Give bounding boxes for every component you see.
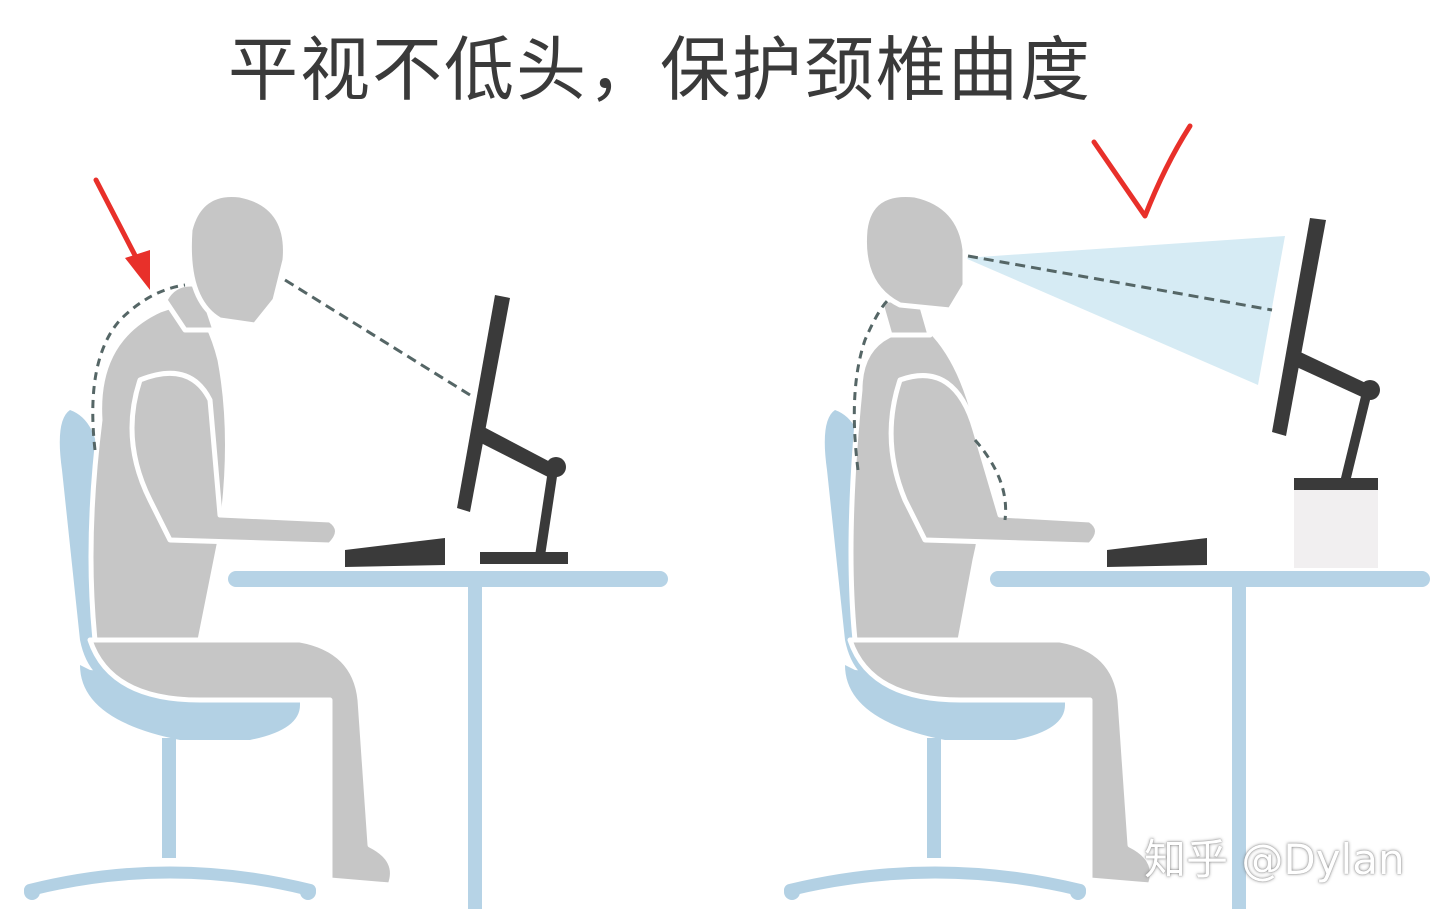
red-arrow-icon — [93, 177, 150, 290]
spine-line-left — [91, 283, 186, 451]
keyboard-left — [345, 538, 445, 567]
figure-right — [847, 191, 1155, 888]
chair-back-left — [59, 410, 140, 690]
sightline-right — [967, 254, 1273, 312]
check-mark-icon — [1091, 123, 1193, 219]
view-cone — [965, 236, 1285, 385]
sightline-left — [284, 278, 471, 397]
chair-base-left — [24, 866, 316, 896]
desk-top-right — [990, 571, 1430, 587]
incorrect-posture-panel — [24, 177, 668, 909]
chair-column-left — [162, 738, 176, 858]
figure-left — [87, 191, 395, 888]
belly-line-right — [973, 439, 1008, 521]
monitor-riser — [1294, 486, 1378, 568]
monitor-left — [457, 295, 568, 564]
desk-leg-left — [468, 587, 482, 909]
monitor-right — [1272, 218, 1380, 482]
desk-leg-right — [1232, 587, 1246, 909]
chair-base-right — [784, 866, 1086, 896]
watermark: 知乎 @Dylan — [1144, 835, 1405, 884]
correct-posture-panel — [784, 123, 1430, 909]
chair-back-right — [824, 410, 905, 690]
chair-column-right — [927, 738, 941, 858]
keyboard-right — [1107, 538, 1207, 567]
desk-top-left — [228, 571, 668, 587]
page-title: 平视不低头，保护颈椎曲度 — [228, 29, 1092, 111]
